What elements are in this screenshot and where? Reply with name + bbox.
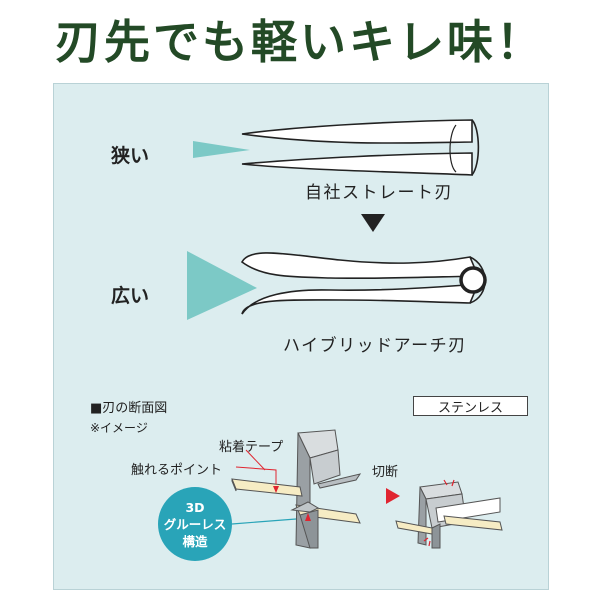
cut-label: 切断: [372, 465, 399, 480]
pivot-ring-icon: [459, 266, 487, 294]
section-title: ■刃の断面図: [90, 401, 168, 416]
contact-point-arrow-lower: [305, 513, 311, 521]
narrow-gap-cone: [193, 141, 250, 158]
section-note: ※イメージ: [90, 421, 148, 435]
straight-blade-caption: 自社ストレート刃: [305, 183, 453, 203]
badge-leader-line: [231, 518, 297, 525]
contact-leader-line: [235, 466, 277, 484]
arch-blade-scissors: [240, 252, 486, 315]
wide-label: 広い: [111, 285, 150, 307]
material-box: ステンレス: [413, 396, 528, 416]
tape-leader-line: [245, 449, 266, 471]
contact-point-label: 触れるポイント: [131, 463, 223, 478]
3d-glueless-badge: 3D グルーレス 構造: [158, 487, 232, 561]
down-arrow-icon: [361, 214, 385, 232]
tape-label: 粘着テープ: [219, 440, 284, 455]
narrow-label: 狭い: [111, 145, 150, 167]
badge-line-3: 構造: [182, 533, 208, 549]
cut-sparks-icon: [423, 479, 455, 547]
straight-blade-scissors: [241, 119, 480, 176]
badge-line-2: グルーレス: [163, 516, 227, 532]
headline: 刃先でも軽いキレ味！: [55, 15, 545, 69]
contact-point-arrow-upper: [273, 486, 279, 493]
red-arrow-icon: [386, 488, 400, 504]
badge-line-1: 3D: [185, 499, 205, 515]
wide-gap-cone: [187, 251, 257, 320]
cross-section-after: [395, 481, 503, 549]
arch-blade-caption: ハイブリッドアーチ刃: [283, 336, 467, 356]
